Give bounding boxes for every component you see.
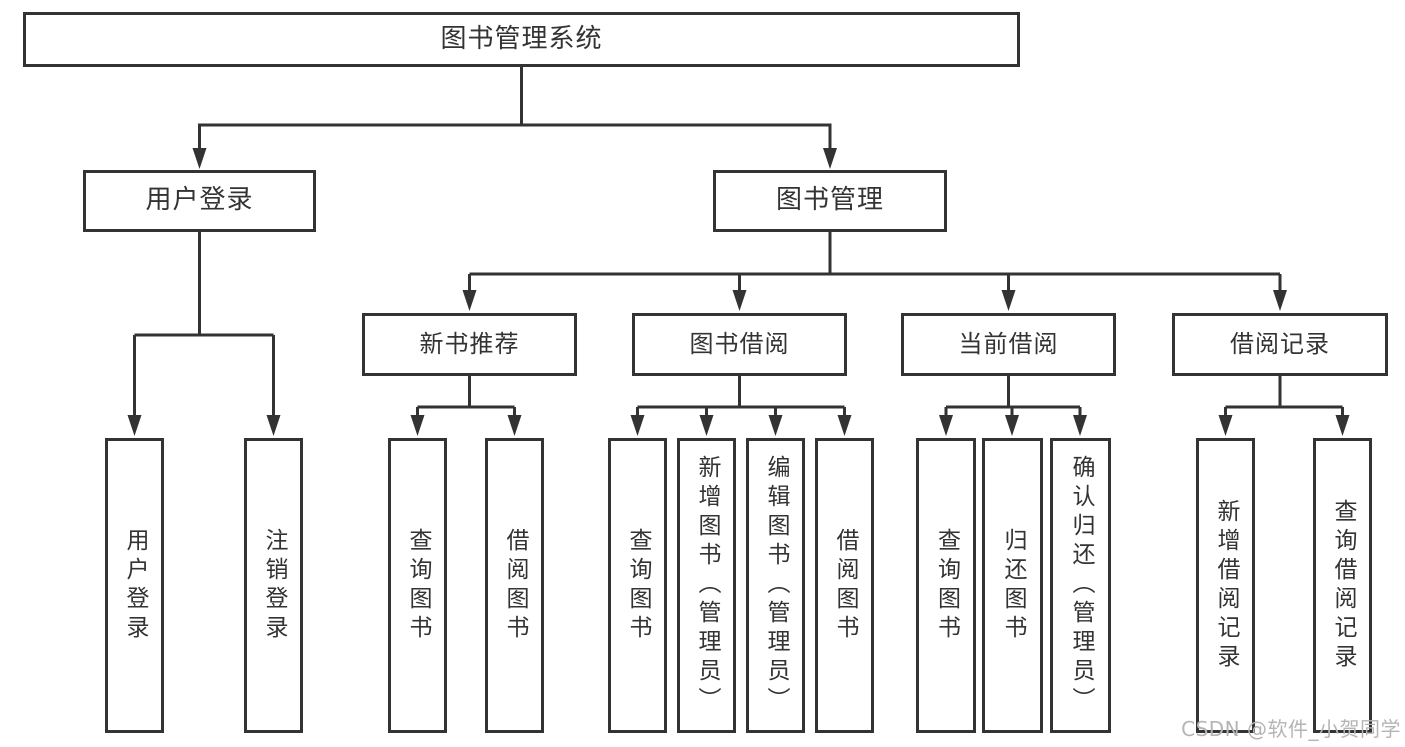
leaf-new-book-query-books: 查询图书: [388, 438, 447, 733]
node-book-borrowing: 图书借阅: [632, 313, 847, 376]
connector-new-book-to-leaves: [410, 376, 522, 436]
watermark: CSDN @软件_小贺同学: [1181, 717, 1401, 741]
leaf-current-confirm-return-admin: 确认归还（管理员）: [1050, 438, 1111, 733]
connector-current-borrowing-to-leaves: [939, 376, 1087, 436]
leaf-current-query-books: 查询图书: [916, 438, 976, 733]
node-root: 图书管理系统: [23, 12, 1020, 67]
node-borrowing-records: 借阅记录: [1172, 313, 1388, 376]
leaf-current-return-books: 归还图书: [982, 438, 1043, 733]
node-user-login: 用户登录: [83, 170, 316, 232]
node-new-book-recommend: 新书推荐: [362, 313, 577, 376]
node-book-management: 图书管理: [713, 170, 947, 232]
connector-root-to-level2: [192, 67, 837, 169]
connector-book-borrowing-to-leaves: [630, 376, 852, 436]
connector-book-management-to-level3: [462, 232, 1287, 311]
leaf-borrowing-add-books-admin: 新增图书（管理员）: [677, 438, 736, 733]
connector-borrowing-records-to-leaves: [1218, 376, 1350, 436]
leaf-borrowing-query-books: 查询图书: [608, 438, 667, 733]
leaf-borrowing-edit-books-admin: 编辑图书（管理员）: [746, 438, 805, 733]
leaf-new-book-borrow-books: 借阅图书: [485, 438, 544, 733]
leaf-records-add-record: 新增借阅记录: [1196, 438, 1255, 733]
leaf-user-login: 用户登录: [105, 438, 164, 733]
node-current-borrowing: 当前借阅: [901, 313, 1116, 376]
leaf-records-query-record: 查询借阅记录: [1313, 438, 1372, 733]
leaf-logout: 注销登录: [244, 438, 303, 733]
connector-user-login-to-leaves: [127, 232, 281, 436]
leaf-borrowing-borrow-books: 借阅图书: [815, 438, 874, 733]
